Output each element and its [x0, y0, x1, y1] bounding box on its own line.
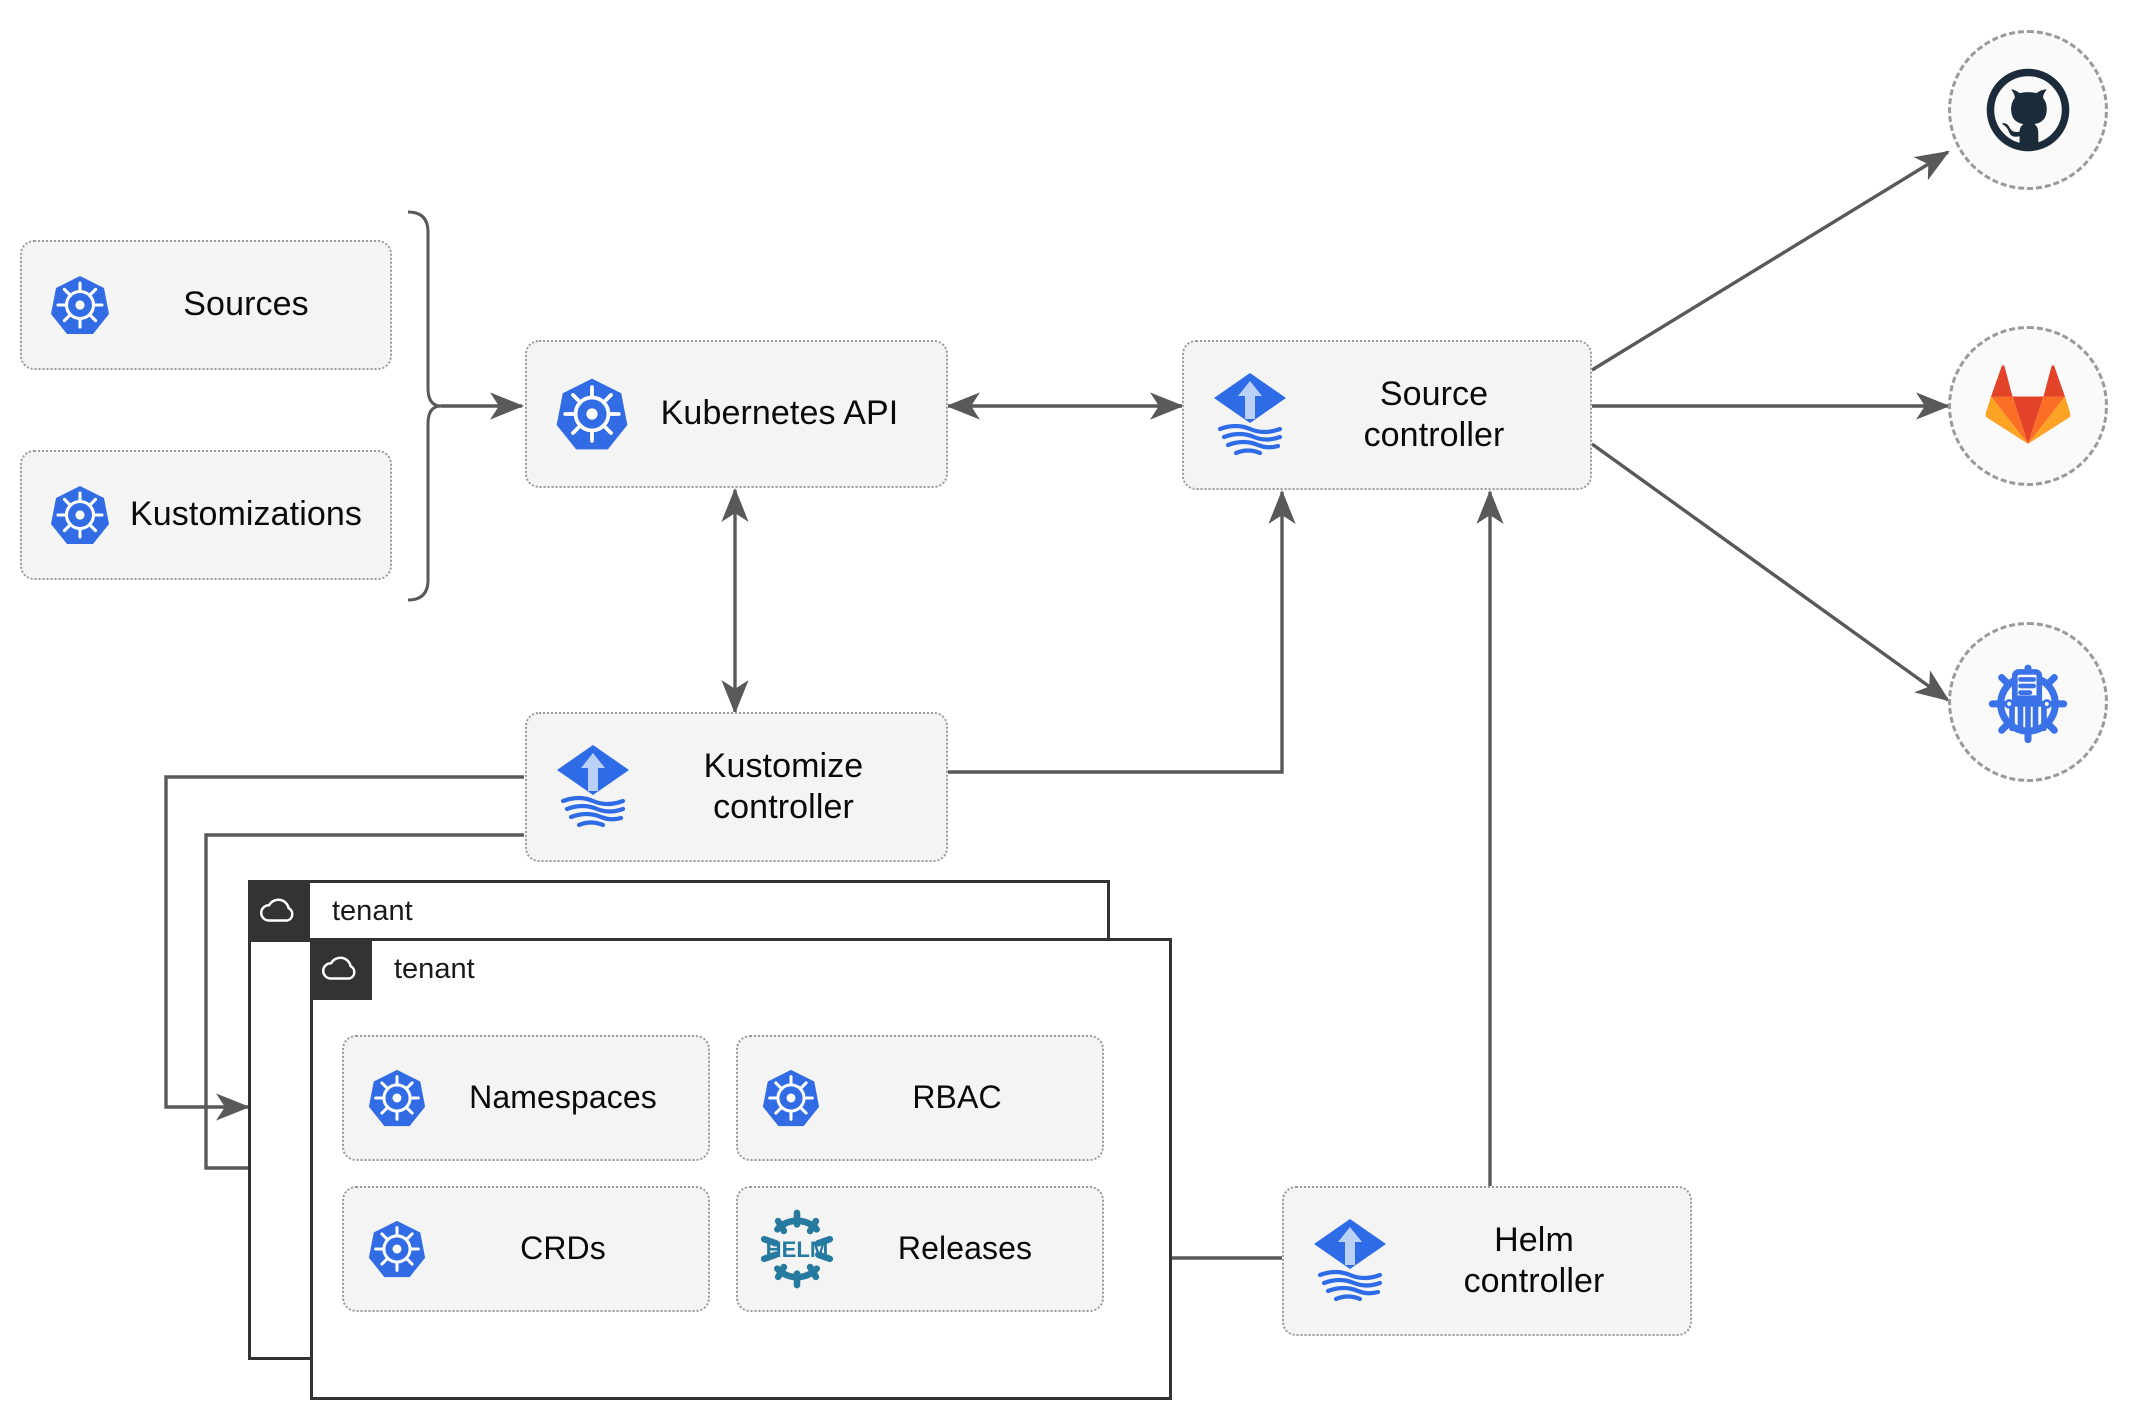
kubernetes-icon — [48, 273, 112, 337]
tenant-label: tenant — [332, 894, 413, 927]
node-sources[interactable]: Sources — [20, 240, 392, 370]
edge-kustomizectrl-sourcectrl — [948, 489, 1296, 774]
node-namespaces[interactable]: Namespaces — [342, 1035, 710, 1161]
kubernetes-icon — [366, 1218, 428, 1280]
helm-repo-icon — [1981, 655, 2075, 749]
github-icon — [1982, 64, 2074, 156]
kubernetes-icon — [553, 375, 631, 453]
node-label: Source controller — [1363, 374, 1505, 454]
flux-icon — [549, 739, 637, 835]
node-crds[interactable]: CRDs — [342, 1186, 710, 1312]
flux-icon — [1306, 1213, 1394, 1309]
node-label: Kubernetes API — [660, 394, 899, 433]
kubernetes-icon — [48, 483, 112, 547]
tenant-label: tenant — [394, 952, 475, 985]
node-label: CRDs — [520, 1230, 606, 1267]
node-releases[interactable]: HELM Releases — [736, 1186, 1104, 1312]
cloud-icon — [310, 938, 372, 1000]
tenant-header: tenant — [310, 938, 475, 1000]
node-helm-controller[interactable]: Helm controller — [1282, 1186, 1692, 1336]
kubernetes-icon — [760, 1067, 822, 1129]
flux-icon — [1206, 367, 1294, 463]
edge-cr-bracket — [407, 210, 442, 602]
node-label: Releases — [897, 1230, 1033, 1267]
node-label: Helm controller — [1463, 1220, 1605, 1300]
node-label: RBAC — [912, 1079, 1002, 1116]
provider-github[interactable] — [1948, 30, 2108, 190]
tenant-header: tenant — [248, 880, 413, 942]
node-label: Kustomizations — [130, 495, 362, 534]
tenant-container-inner[interactable]: tenant — [310, 938, 1172, 1400]
node-label: Namespaces — [469, 1079, 657, 1116]
node-label: Kustomize controller — [703, 746, 864, 826]
node-source-controller[interactable]: Source controller — [1182, 340, 1592, 490]
node-kustomizations[interactable]: Kustomizations — [20, 450, 392, 580]
node-kustomize-controller[interactable]: Kustomize controller — [525, 712, 948, 862]
gitlab-icon — [1985, 364, 2071, 448]
node-rbac[interactable]: RBAC — [736, 1035, 1104, 1161]
cloud-icon — [248, 880, 310, 942]
node-label: Sources — [183, 285, 309, 324]
provider-helm-repository[interactable] — [1948, 622, 2108, 782]
provider-gitlab[interactable] — [1948, 326, 2108, 486]
edge-sourcectrl-github — [1591, 150, 1950, 372]
helm-icon: HELM — [756, 1208, 838, 1290]
helm-wordmark: HELM — [766, 1237, 829, 1262]
node-kubernetes-api[interactable]: Kubernetes API — [525, 340, 948, 488]
edge-sourcectrl-helmrepo — [1591, 442, 1950, 702]
kubernetes-icon — [366, 1067, 428, 1129]
